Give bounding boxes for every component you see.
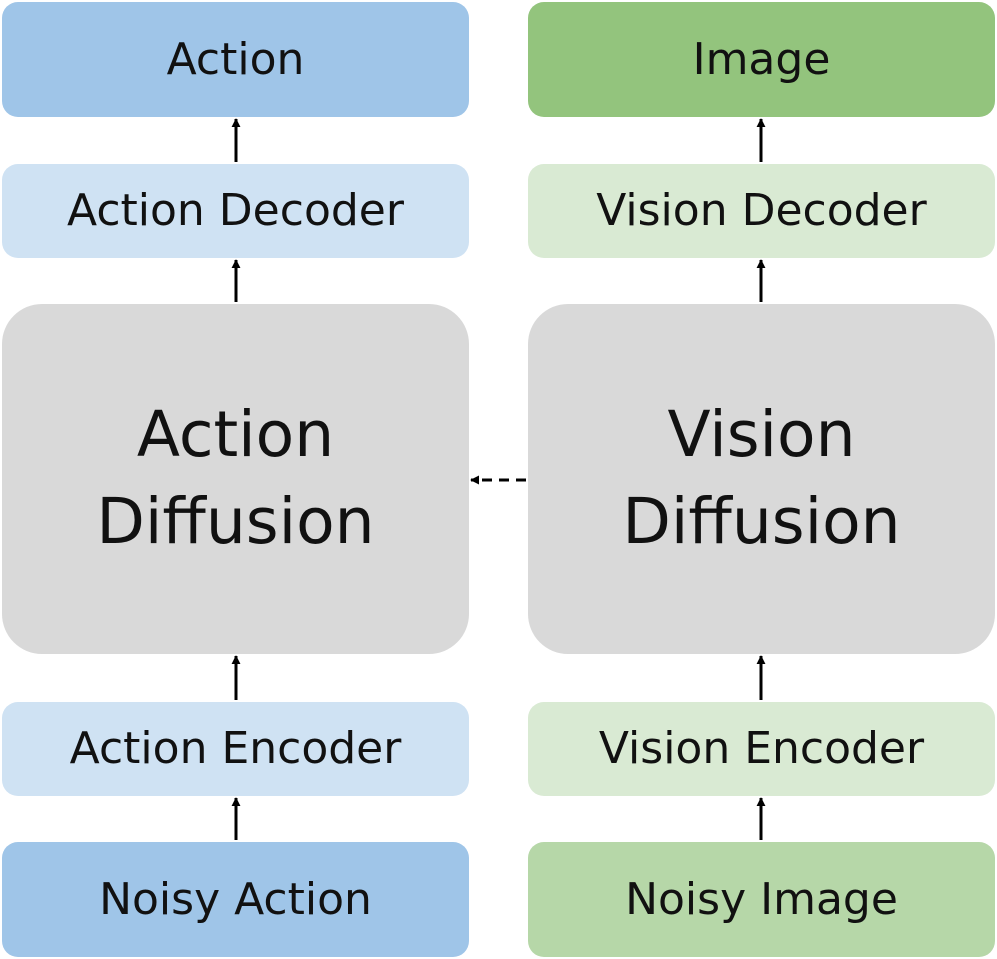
action-output-box: Action (2, 2, 469, 117)
action-encoder-label: Action Encoder (69, 723, 402, 774)
noisy-action-box: Noisy Action (2, 842, 469, 957)
action-encoder-box: Action Encoder (2, 702, 469, 796)
vision-decoder-label: Vision Decoder (596, 185, 927, 236)
image-output-label: Image (692, 33, 831, 85)
action-diffusion-label: Action Diffusion (96, 392, 374, 566)
noisy-image-box: Noisy Image (528, 842, 995, 957)
vision-diffusion-box: Vision Diffusion (528, 304, 995, 654)
vision-encoder-box: Vision Encoder (528, 702, 995, 796)
image-output-box: Image (528, 2, 995, 117)
action-decoder-box: Action Decoder (2, 164, 469, 258)
vision-encoder-label: Vision Encoder (598, 723, 925, 774)
vision-decoder-box: Vision Decoder (528, 164, 995, 258)
action-decoder-label: Action Decoder (67, 185, 404, 236)
vision-diffusion-label: Vision Diffusion (622, 392, 900, 566)
vision-diffusion-line2: Diffusion (622, 485, 901, 558)
action-output-label: Action (166, 33, 305, 85)
action-diffusion-line1: Action (136, 398, 335, 472)
vision-diffusion-line1: Vision (667, 398, 856, 472)
action-diffusion-box: Action Diffusion (2, 304, 469, 654)
noisy-action-label: Noisy Action (99, 873, 372, 925)
noisy-image-label: Noisy Image (625, 873, 898, 925)
action-diffusion-line2: Diffusion (96, 485, 375, 558)
